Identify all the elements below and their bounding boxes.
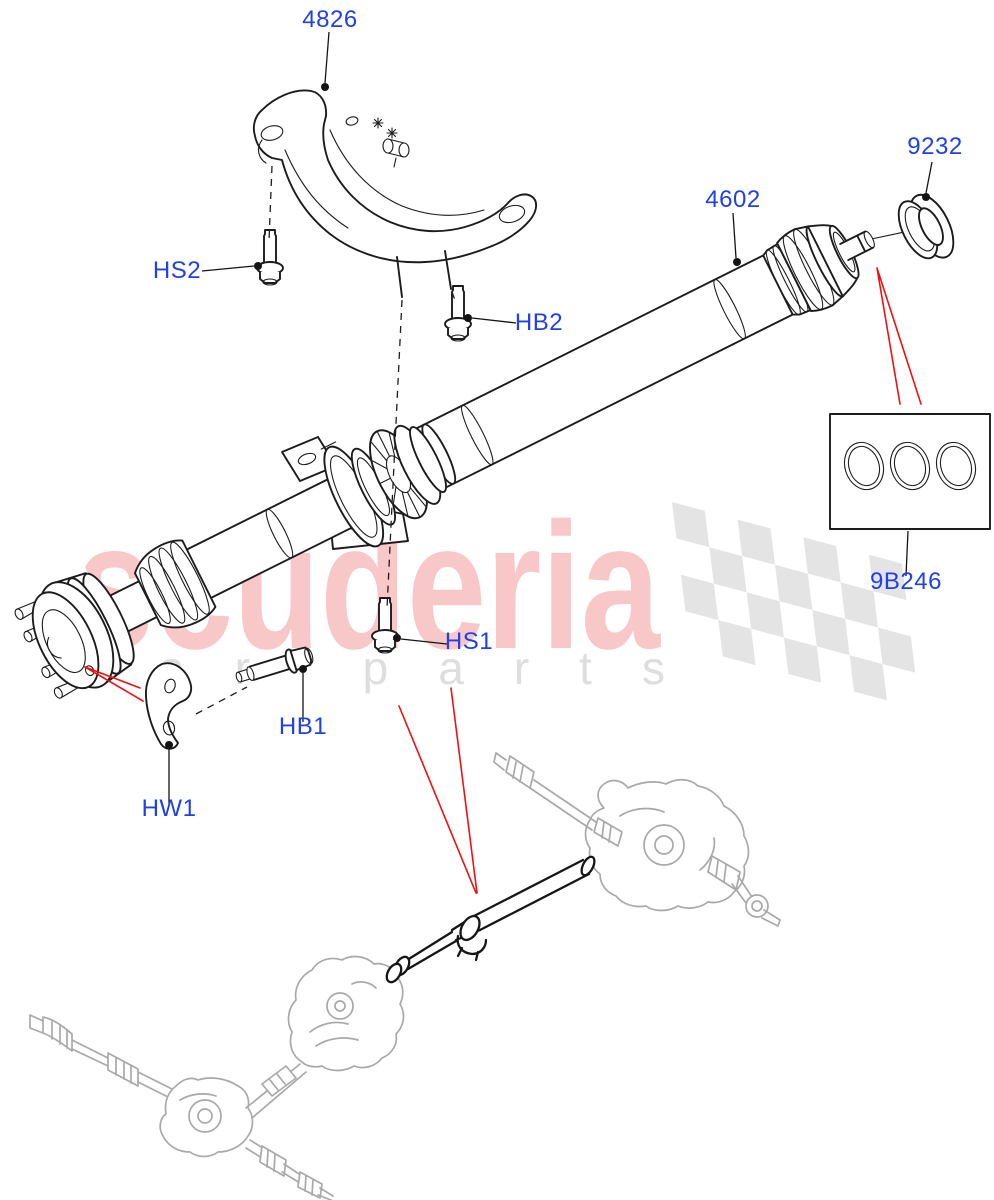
assembly-dashed-lines [195, 165, 457, 715]
collar-9232-drawing [897, 193, 955, 260]
checkered-flag-watermark [672, 502, 916, 701]
part-label-hs2[interactable]: HS2 [153, 257, 201, 284]
part-label-4602[interactable]: 4602 [705, 186, 760, 213]
driveshaft-4602-drawing [14, 193, 955, 699]
cv-joint-drawing [762, 224, 875, 316]
bolt-hs2-drawing [256, 229, 284, 286]
part-label-hw1[interactable]: HW1 [142, 795, 197, 822]
bushing-sketch [382, 138, 410, 168]
part-label-hs1[interactable]: HS1 [445, 628, 493, 655]
small-bolt-mark [372, 117, 384, 129]
part-label-4826[interactable]: 4826 [302, 6, 357, 33]
location-callout-lines [398, 687, 478, 894]
propshaft-ghost-drawing [385, 855, 596, 984]
bracket-4826-drawing [252, 89, 538, 298]
part-labels: 4826 9232 4602 HS2 HB2 HS1 HB1 HW1 9B246 [142, 6, 963, 822]
front-axle-ghost-drawing [29, 955, 405, 1200]
rear-axle-ghost-drawing [493, 752, 781, 927]
oring-kit-9b246-drawing [829, 413, 991, 530]
part-label-9b246[interactable]: 9B246 [870, 568, 942, 595]
part-label-hb2[interactable]: HB2 [515, 309, 563, 336]
washer-hw1-drawing [144, 662, 193, 750]
label-leader-lines [165, 31, 933, 804]
part-label-9232[interactable]: 9232 [907, 133, 962, 160]
part-label-hb1[interactable]: HB1 [279, 713, 327, 740]
red-callout-lines [84, 267, 922, 702]
bolt-hb2-drawing [444, 285, 472, 342]
small-bolt-mark [386, 127, 398, 139]
flange-drawing [14, 566, 136, 699]
center-bearing-drawing [320, 424, 447, 548]
bolt-hb1-drawing [235, 646, 314, 683]
